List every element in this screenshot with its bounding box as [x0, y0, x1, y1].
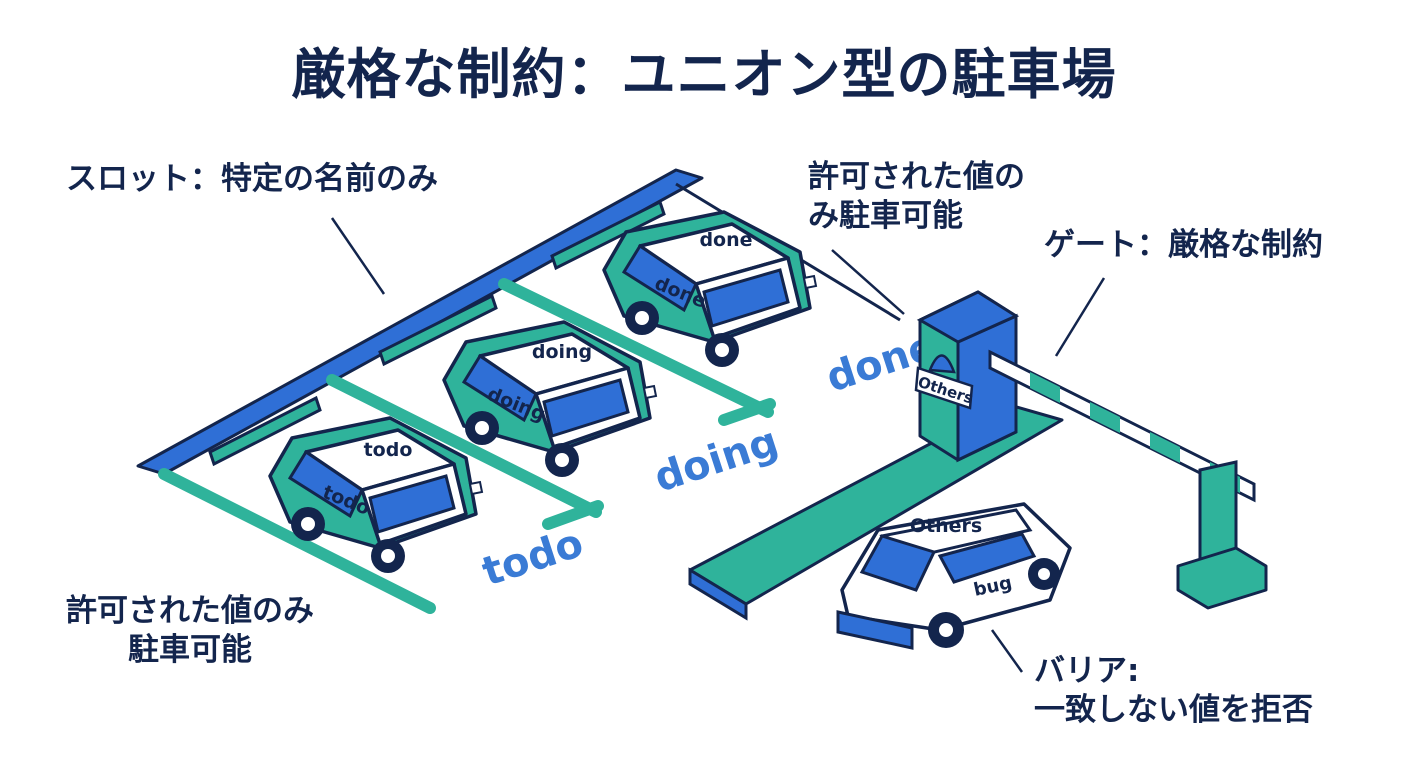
gate-booth: Others — [914, 290, 1020, 463]
car-done: done done — [602, 210, 818, 369]
allowed-top-caption: 許可された値の み駐車可能 — [808, 159, 1025, 234]
parking-lot-floor — [136, 168, 901, 614]
allowed-bottom-caption: 許可された値のみ 駐車可能 — [66, 593, 314, 668]
slot-pointer-line — [330, 217, 386, 295]
page-title: 厳格な制約：ユニオン型の駐車場 — [291, 43, 1117, 106]
car-doing: doing doing — [442, 320, 658, 479]
rejected-car-roof-label: Others — [910, 515, 982, 537]
barrier-arm — [988, 349, 1268, 610]
allowed-top-pointer-line — [831, 249, 905, 315]
barrier-pointer-line — [990, 629, 1024, 673]
slot-caption: スロット：特定の名前のみ — [66, 161, 438, 197]
car-roof-label-todo: todo — [364, 439, 413, 461]
car-roof-label-doing: doing — [532, 341, 592, 363]
gate-pointer-line — [1054, 277, 1106, 357]
car-todo: todo todo — [268, 416, 484, 575]
gate-caption: ゲート：厳格な制約 — [1044, 227, 1323, 263]
slot-floor-label-doing: doing — [649, 419, 784, 502]
rejected-car: Others bug — [836, 502, 1072, 650]
car-roof-label-done: done — [699, 229, 752, 251]
barrier-caption: バリア: 一致しない値を拒否 — [1034, 653, 1313, 728]
slot-floor-label-todo: todo — [477, 520, 589, 595]
